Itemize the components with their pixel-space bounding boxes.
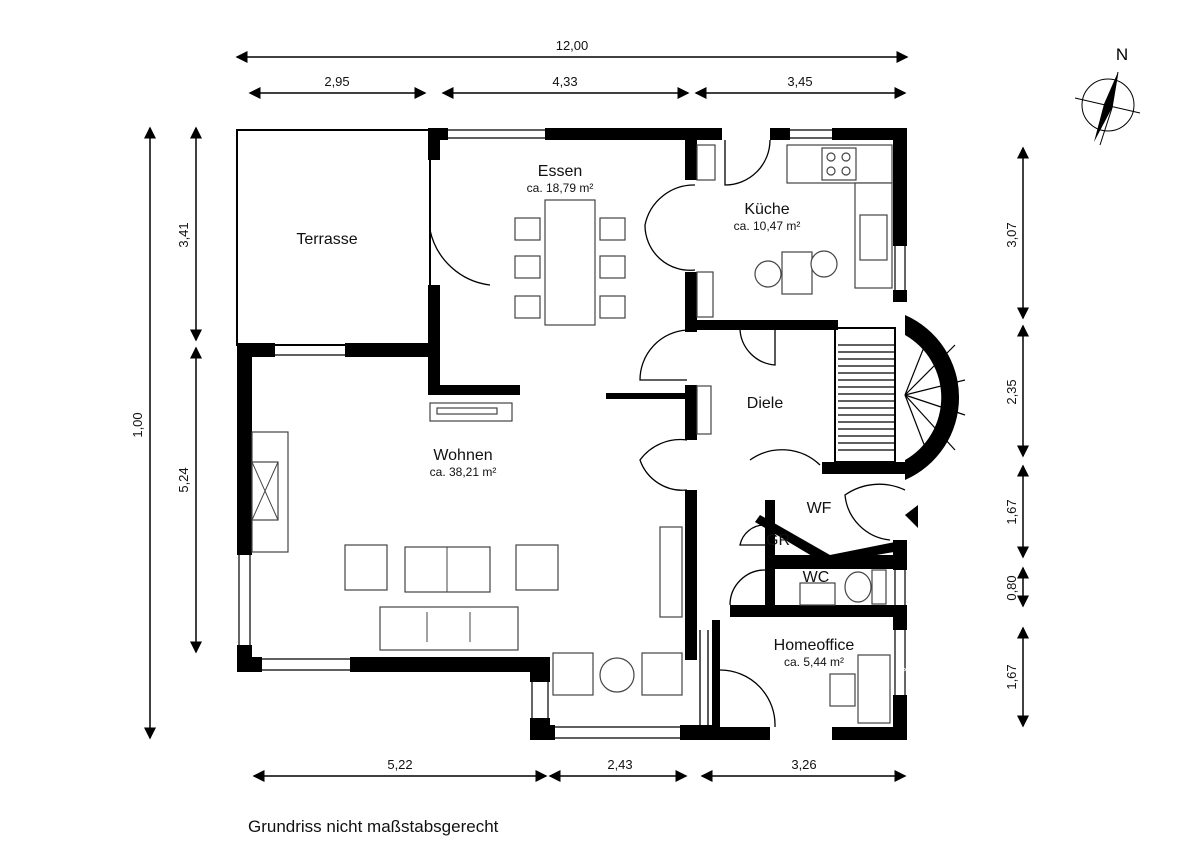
area-homeoffice: ca. 5,44 m²	[784, 655, 844, 669]
walls	[237, 128, 960, 740]
furniture	[251, 144, 918, 724]
dim-left-1: 3,41	[176, 222, 191, 247]
compass-label: N	[1116, 45, 1128, 64]
room-terrasse: Terrasse	[296, 231, 357, 248]
area-wohnen: ca. 38,21 m²	[430, 465, 497, 479]
washbasin-icon	[799, 582, 836, 606]
room-gr: GR	[766, 532, 790, 549]
room-labels: Terrasse Essen ca. 18,79 m² Küche ca. 10…	[296, 163, 854, 669]
dim-bottom-2: 2,43	[607, 757, 632, 772]
staircase	[834, 327, 966, 463]
north-arrow-icon: N	[1074, 45, 1141, 146]
dim-right-5: 1,67	[1004, 664, 1019, 689]
dim-left-2: 5,24	[176, 467, 191, 492]
dim-top-1: 2,95	[324, 74, 349, 89]
dim-right-1: 3,07	[1004, 222, 1019, 247]
room-wf: WF	[807, 500, 832, 517]
dim-bottom-3: 3,26	[791, 757, 816, 772]
room-kueche: Küche	[744, 201, 789, 218]
room-homeoffice: Homeoffice	[774, 637, 855, 654]
sink-icon	[859, 214, 888, 261]
desk	[857, 654, 891, 724]
room-wohnen: Wohnen	[433, 447, 492, 464]
dim-right-2: 2,35	[1004, 379, 1019, 404]
area-essen: ca. 18,79 m²	[527, 181, 594, 195]
dim-right-4: 0,80	[1004, 575, 1019, 600]
windows	[238, 129, 906, 739]
area-kueche: ca. 10,47 m²	[734, 219, 801, 233]
entrance-arrow-icon	[905, 505, 918, 528]
dim-top-2: 4,33	[552, 74, 577, 89]
room-diele: Diele	[747, 395, 784, 412]
dining-table	[544, 199, 596, 326]
toilet-icon	[844, 571, 872, 603]
watermark: immogrundriss	[897, 639, 906, 691]
dimension-lines	[144, 51, 1029, 782]
sofa	[379, 606, 519, 651]
room-essen: Essen	[538, 163, 582, 180]
dim-right-3: 1,67	[1004, 499, 1019, 524]
caption: Grundriss nicht maßstabsgerecht	[248, 817, 499, 836]
dim-top-3: 3,45	[787, 74, 812, 89]
doors	[429, 139, 906, 728]
stove-icon	[821, 147, 857, 181]
room-wc: WC	[803, 569, 830, 586]
dim-top-total: 12,00	[556, 38, 589, 53]
dim-bottom-1: 5,22	[387, 757, 412, 772]
dim-left-total: 1,00	[130, 412, 145, 437]
